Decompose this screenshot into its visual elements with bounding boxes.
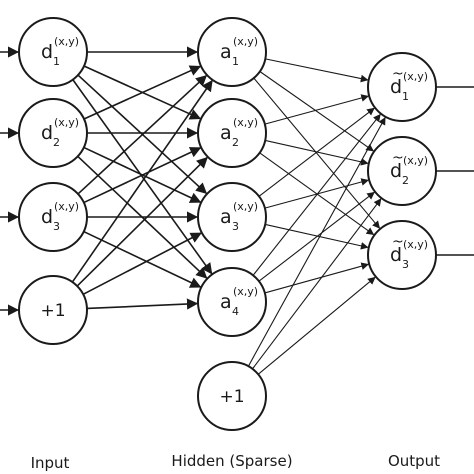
edge-hidden4-output2 bbox=[258, 191, 375, 282]
edge-input2-hidden1 bbox=[83, 65, 202, 120]
node-circle bbox=[18, 98, 88, 168]
node-symbol: d bbox=[41, 206, 53, 228]
node-subscript: 4 bbox=[232, 305, 239, 318]
node-input-4: +1 bbox=[18, 275, 88, 345]
node-circle bbox=[197, 17, 267, 87]
node-subscript: 1 bbox=[402, 90, 409, 103]
node-symbol: d bbox=[41, 122, 53, 144]
layer-label-input: Input bbox=[31, 454, 70, 472]
node-superscript: (x,y) bbox=[233, 116, 258, 129]
node-superscript: (x,y) bbox=[403, 238, 428, 251]
node-symbol: a bbox=[220, 122, 232, 144]
node-subscript: 1 bbox=[53, 55, 60, 68]
edge-hidden1-output3 bbox=[253, 77, 381, 229]
node-superscript: (x,y) bbox=[403, 154, 428, 167]
edge-input3-hidden1 bbox=[77, 74, 208, 195]
node-subscript: 3 bbox=[53, 220, 60, 233]
node-superscript: (x,y) bbox=[233, 35, 258, 48]
node-symbol: d bbox=[390, 160, 402, 182]
layer-label-hidden: Hidden (Sparse) bbox=[171, 452, 292, 470]
node-circle bbox=[18, 17, 88, 87]
node-superscript: (x,y) bbox=[54, 35, 79, 48]
node-subscript: 2 bbox=[402, 174, 409, 187]
node-circle bbox=[18, 275, 88, 345]
node-superscript: (x,y) bbox=[233, 200, 258, 213]
node-circle bbox=[197, 182, 267, 252]
edge-hidden3-output2 bbox=[264, 178, 369, 209]
node-symbol: d bbox=[390, 244, 402, 266]
edge-input4-hidden4 bbox=[86, 298, 199, 310]
edge-hidden4-output1 bbox=[252, 113, 381, 276]
tilde-mark: ~ bbox=[392, 234, 404, 250]
connection-lines bbox=[0, 46, 474, 375]
node-hidden-5: +1 bbox=[197, 361, 267, 431]
edge-hidden1-output2 bbox=[259, 71, 374, 152]
node-output-2: d~2 (x,y) bbox=[367, 136, 437, 206]
node-symbol: a bbox=[220, 41, 232, 63]
node-output-3: d~3 (x,y) bbox=[367, 220, 437, 290]
edge-input4-hidden1 bbox=[71, 79, 213, 283]
edge-hidden5-output1 bbox=[247, 116, 386, 367]
node-circle bbox=[197, 98, 267, 168]
node-circle bbox=[367, 136, 437, 206]
node-subscript: 2 bbox=[53, 136, 60, 149]
tilde-mark: ~ bbox=[392, 150, 404, 166]
node-superscript: (x,y) bbox=[54, 200, 79, 213]
node-symbol: a bbox=[220, 206, 232, 228]
node-symbol: d bbox=[390, 76, 402, 98]
node-subscript: 3 bbox=[232, 220, 239, 233]
node-subscript: 2 bbox=[232, 136, 239, 149]
edge-input1-hidden4 bbox=[72, 79, 213, 275]
bias-label: +1 bbox=[219, 387, 244, 407]
tilde-mark: ~ bbox=[392, 66, 404, 82]
node-subscript: 3 bbox=[402, 258, 409, 271]
node-superscript: (x,y) bbox=[403, 70, 428, 83]
edge-hidden3-output3 bbox=[265, 223, 369, 250]
node-superscript: (x,y) bbox=[233, 285, 258, 298]
edge-input4-hidden3 bbox=[82, 232, 202, 296]
edge-hidden5-output2 bbox=[252, 198, 382, 370]
node-subscript: 1 bbox=[232, 55, 239, 68]
node-circle bbox=[367, 220, 437, 290]
node-output-1: d~1 (x,y) bbox=[367, 52, 437, 122]
edge-hidden4-output3 bbox=[264, 262, 370, 294]
node-circle bbox=[197, 267, 267, 337]
node-circle bbox=[18, 182, 88, 252]
edge-hidden2-output1 bbox=[264, 94, 369, 125]
edge-hidden3-output1 bbox=[258, 107, 375, 197]
edge-hidden1-output1 bbox=[265, 58, 369, 83]
node-symbol: a bbox=[220, 291, 232, 313]
layer-label-output: Output bbox=[388, 452, 440, 470]
node-circle bbox=[197, 361, 267, 431]
edge-hidden5-output3 bbox=[257, 276, 376, 375]
node-symbol: d bbox=[41, 41, 53, 63]
node-circle bbox=[367, 52, 437, 122]
edge-input3-hidden4 bbox=[83, 230, 202, 288]
edge-input3-hidden2 bbox=[83, 147, 202, 204]
bias-label: +1 bbox=[40, 301, 65, 321]
node-superscript: (x,y) bbox=[54, 116, 79, 129]
edge-input4-hidden2 bbox=[76, 156, 208, 287]
